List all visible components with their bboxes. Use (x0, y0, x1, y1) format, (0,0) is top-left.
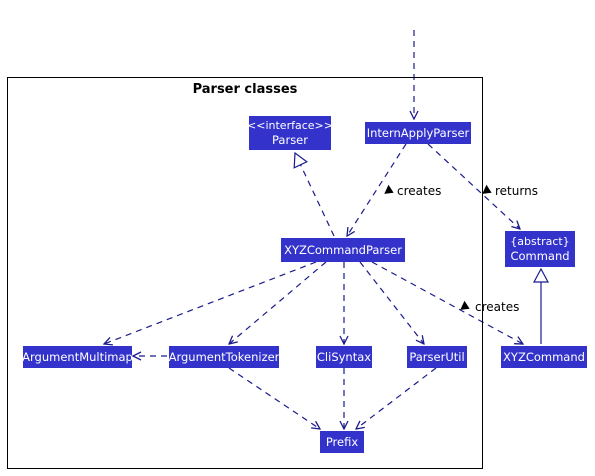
xyz-command-parser-name: XYZCommandParser (284, 243, 402, 257)
edge-realizes-parser (293, 151, 335, 237)
class-argument-multimap[interactable]: ArgumentMultimap (22, 346, 133, 368)
edge-returns (427, 143, 520, 229)
parser-name: Parser (272, 133, 308, 147)
class-intern-apply-parser[interactable]: InternApplyParser (365, 122, 471, 144)
class-parser-util[interactable]: ParserUtil (407, 346, 467, 368)
command-stereotype: {abstract} (510, 235, 570, 248)
edge-parserutil-prefix (356, 367, 437, 429)
edge-creates-parser (347, 143, 407, 236)
xyz-command-name: XYZCommand (503, 350, 585, 364)
creates-command-arrowhead (460, 300, 470, 310)
argument-multimap-name: ArgumentMultimap (22, 350, 133, 364)
class-xyz-command[interactable]: XYZCommand (501, 346, 587, 368)
returns-arrowhead (482, 184, 492, 194)
parser-util-name: ParserUtil (409, 350, 465, 364)
edge-tokenizer-prefix (228, 367, 320, 429)
label-creates-parser: creates (397, 184, 442, 198)
edge-creates-command (371, 261, 523, 344)
package-title: Parser classes (192, 82, 298, 97)
prefix-name: Prefix (325, 435, 359, 449)
class-xyz-command-parser[interactable]: XYZCommandParser (281, 238, 405, 262)
label-creates-command: creates (475, 300, 520, 314)
class-parser[interactable]: <<interface>> Parser (247, 116, 333, 150)
command-name: Command (510, 249, 570, 263)
cli-syntax-name: CliSyntax (316, 350, 372, 364)
class-argument-tokenizer[interactable]: ArgumentTokenizer (169, 346, 279, 368)
argument-tokenizer-name: ArgumentTokenizer (168, 350, 280, 364)
edge-uses-multimap (104, 261, 317, 344)
intern-apply-parser-name: InternApplyParser (366, 126, 470, 140)
label-returns: returns (495, 184, 538, 198)
class-prefix[interactable]: Prefix (320, 431, 364, 453)
class-command[interactable]: {abstract} Command (505, 231, 575, 267)
parser-stereotype: <<interface>> (247, 119, 333, 132)
class-cli-syntax[interactable]: CliSyntax (316, 346, 372, 368)
creates-parser-arrowhead (384, 184, 394, 194)
package-parser-classes: Parser classes (7, 77, 483, 469)
